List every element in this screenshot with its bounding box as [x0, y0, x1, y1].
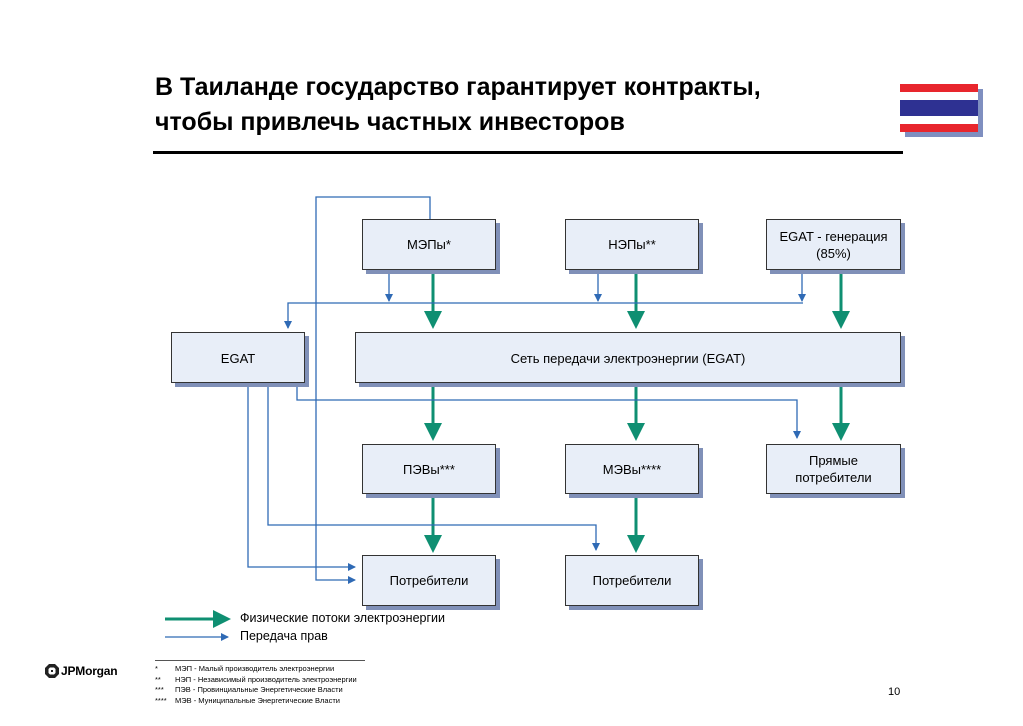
- flag-stripe-red-bottom: [900, 124, 978, 132]
- footnote-mark: **: [155, 674, 161, 684]
- node-consumers-1-label: Потребители: [389, 573, 469, 588]
- page-number: 10: [888, 686, 901, 698]
- node-pevs-label: ПЭВы***: [403, 461, 455, 477]
- node-transmission-grid: Сеть передачи электроэнергии (EGAT): [355, 332, 901, 383]
- footnote-row: *** ПЭВ - Провинциальные Энергетические …: [155, 685, 357, 696]
- footnote-row: ** НЭП - Независимый производитель элект…: [155, 675, 357, 686]
- node-consumers-2-label: Потребители: [592, 573, 672, 588]
- logo-text: JPMorgan: [61, 664, 118, 678]
- title-underline: [153, 151, 903, 154]
- node-neps: НЭПы**: [565, 219, 699, 270]
- legend-physical-label: Физические потоки электроэнергии: [240, 611, 445, 625]
- node-egat: EGAT: [171, 332, 305, 383]
- page-title-line-1: В Таиланде государство гарантирует контр…: [155, 73, 761, 101]
- flag-stripe-white-top: [900, 92, 978, 100]
- rights-meps-to-consumers: [315, 196, 431, 584]
- node-pevs: ПЭВы***: [362, 444, 496, 494]
- node-transmission-grid-label: Сеть передачи электроэнергии (EGAT): [510, 351, 746, 366]
- rights-bus-to-egat: [284, 302, 803, 329]
- node-egat-generation-label-2: (85%): [816, 246, 851, 261]
- node-egat-generation-label-1: EGAT - генерация: [779, 229, 888, 244]
- jpmorgan-octagon-icon: [45, 664, 59, 678]
- node-consumers-1: Потребители: [362, 555, 496, 606]
- node-direct-consumers-label-2: потребители: [795, 470, 872, 485]
- node-direct-consumers-label-1: Прямые: [809, 453, 858, 468]
- footnote-text: НЭП - Независимый производитель электроэ…: [175, 674, 357, 684]
- flag-stripe-white-bottom: [900, 116, 978, 124]
- footnote-mark: ****: [155, 695, 167, 705]
- footnote-text: МЭВ - Муниципальные Энергетические Власт…: [175, 695, 340, 705]
- flag-stripe-blue: [900, 100, 978, 116]
- footnote-text: МЭП - Малый производитель электроэнергии: [175, 664, 335, 673]
- node-meps: МЭПы*: [362, 219, 496, 270]
- page-title-line-2: чтобы привлечь частных инвесторов: [155, 108, 625, 136]
- legend-rights-label: Передача прав: [240, 629, 328, 643]
- node-mevs-label: МЭВы****: [602, 461, 662, 477]
- thailand-flag-icon: [900, 84, 978, 132]
- footnote-row: **** МЭВ - Муниципальные Энергетические …: [155, 696, 357, 707]
- footnotes: * МЭП - Малый производитель электроэнерг…: [155, 664, 357, 706]
- footnote-divider: [155, 660, 365, 661]
- node-egat-label: EGAT: [220, 351, 256, 366]
- node-consumers-2: Потребители: [565, 555, 699, 606]
- footnote-text: ПЭВ - Провинциальные Энергетические Влас…: [175, 685, 343, 694]
- page-title: В Таиланде государство гарантирует контр…: [155, 70, 885, 140]
- node-meps-label: МЭПы*: [407, 237, 451, 252]
- footnote-row: * МЭП - Малый производитель электроэнерг…: [155, 664, 357, 675]
- flag-stripe-red-top: [900, 84, 978, 92]
- footnote-mark: *: [155, 664, 158, 673]
- rights-egat-to-consumers-1: [247, 383, 356, 571]
- node-neps-label: НЭПы**: [608, 237, 656, 252]
- rights-egat-to-consumers-2: [267, 383, 600, 551]
- node-mevs: МЭВы****: [565, 444, 699, 494]
- rights-egat-to-direct: [296, 383, 801, 439]
- node-egat-generation: EGAT - генерация (85%): [766, 219, 901, 270]
- jpmorgan-logo: JPMorgan: [45, 664, 118, 678]
- footnote-mark: ***: [155, 685, 164, 694]
- node-direct-consumers: Прямые потребители: [766, 444, 901, 494]
